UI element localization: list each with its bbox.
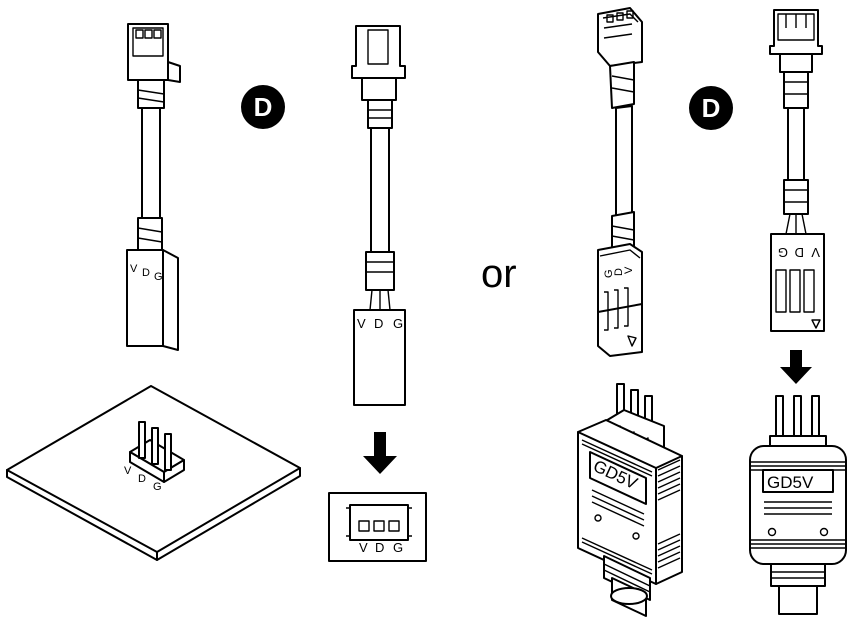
pin-label-d: D	[613, 268, 625, 276]
pin-label-d: D	[795, 245, 804, 260]
pin-label-d: D	[374, 316, 383, 331]
pin-label-v: V	[811, 245, 820, 260]
pin-label-g: G	[778, 245, 788, 260]
pin-label-g: G	[153, 481, 162, 493]
down-arrow-icon	[780, 350, 812, 384]
pin-header: V D G	[124, 421, 185, 493]
pin-label-g: G	[603, 269, 615, 278]
down-arrow-icon	[363, 432, 397, 474]
connector-badge-left: D	[241, 85, 285, 129]
pin-label-v: V	[359, 540, 368, 555]
led-strip-connector-right: GD5V	[749, 395, 847, 615]
pin-label-g: G	[154, 271, 163, 283]
adapter-cable-right-a: G D V	[597, 7, 643, 357]
plate-label: GD5V	[767, 473, 814, 492]
pin-label-v: V	[130, 263, 138, 275]
or-label: or	[481, 252, 517, 296]
svg-text:D: D	[702, 93, 721, 123]
pin-label-g: G	[393, 540, 403, 555]
pin-label-d: D	[142, 267, 150, 279]
header-socket-inset: V D G	[328, 492, 427, 562]
connector-badge-right: D	[689, 86, 733, 130]
led-strip-connector-left: GD5V	[577, 383, 683, 617]
pin-label-d: D	[138, 473, 146, 485]
pin-label-d: D	[375, 540, 384, 555]
adapter-cable-right-b: G D V	[769, 9, 825, 332]
pin-label-v: V	[124, 465, 132, 477]
adapter-cable-left: V D G	[126, 23, 181, 351]
adapter-cable-center: V D G	[351, 25, 406, 406]
svg-text:D: D	[254, 92, 273, 122]
pin-label-g: G	[393, 316, 403, 331]
pin-label-v: V	[623, 266, 635, 274]
pin-label-v: V	[357, 316, 366, 331]
